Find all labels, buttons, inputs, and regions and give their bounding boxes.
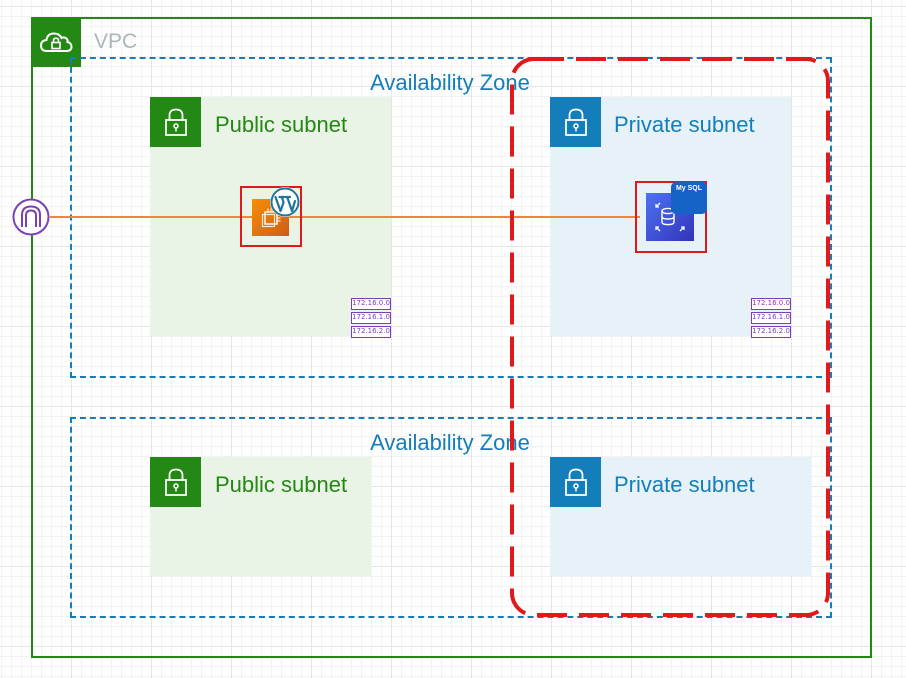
cidr-label: 172.16.2.0 xyxy=(751,326,791,338)
cidr-label: 172.16.0.0 xyxy=(351,298,391,310)
route-table-public: 172.16.0.0 172.16.1.0 172.16.2.0 xyxy=(351,298,391,340)
cidr-label: 172.16.2.0 xyxy=(351,326,391,338)
wordpress-logo-icon xyxy=(269,186,301,218)
vpc-label: VPC xyxy=(94,30,138,53)
highlight-region[interactable] xyxy=(510,57,832,617)
lock-icon xyxy=(550,97,601,147)
public-subnet-1-label: Public subnet xyxy=(215,112,348,137)
private-subnet-1-label: Private subnet xyxy=(614,112,755,137)
private-subnet-2[interactable]: Private subnet xyxy=(550,457,811,576)
route-table-private: 172.16.0.0 172.16.1.0 172.16.2.0 xyxy=(751,298,791,340)
internet-gateway-icon[interactable] xyxy=(11,198,51,236)
cidr-label: 172.16.1.0 xyxy=(751,312,791,324)
lock-icon xyxy=(150,457,201,507)
public-subnet-2-label: Public subnet xyxy=(215,472,348,497)
cidr-label: 172.16.0.0 xyxy=(751,298,791,310)
public-subnet-2[interactable]: Public subnet xyxy=(150,457,371,576)
lock-icon xyxy=(150,97,201,147)
mysql-badge: My SQL xyxy=(671,182,707,214)
ec2-instance-node[interactable] xyxy=(240,186,302,247)
availability-zone-1-label: Availability Zone xyxy=(370,70,530,95)
vpc-container[interactable] xyxy=(31,17,872,658)
private-subnet-2-label: Private subnet xyxy=(614,472,755,497)
availability-zone-2[interactable] xyxy=(70,417,832,618)
connection-line[interactable] xyxy=(50,216,640,218)
lock-icon xyxy=(550,457,601,507)
availability-zone-2-label: Availability Zone xyxy=(370,430,530,455)
rds-database-node[interactable] xyxy=(635,181,707,253)
cidr-label: 172.16.1.0 xyxy=(351,312,391,324)
